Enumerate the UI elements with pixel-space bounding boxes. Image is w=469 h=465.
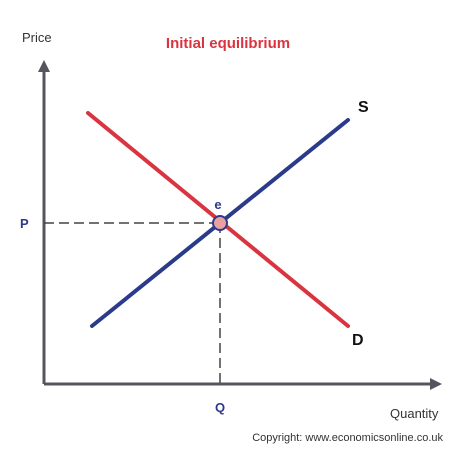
copyright-text: Copyright: www.economicsonline.co.uk [252, 432, 443, 444]
supply-label: S [358, 99, 369, 116]
equilibrium-point [212, 215, 228, 231]
quantity-tick-label: Q [215, 400, 225, 415]
x-axis-label: Quantity [390, 406, 439, 421]
equilibrium-label: e [214, 197, 221, 212]
demand-label: D [352, 332, 364, 349]
price-tick-label: P [20, 216, 29, 231]
y-axis-label: Price [22, 30, 52, 45]
diagram-title: Initial equilibrium [166, 35, 290, 52]
